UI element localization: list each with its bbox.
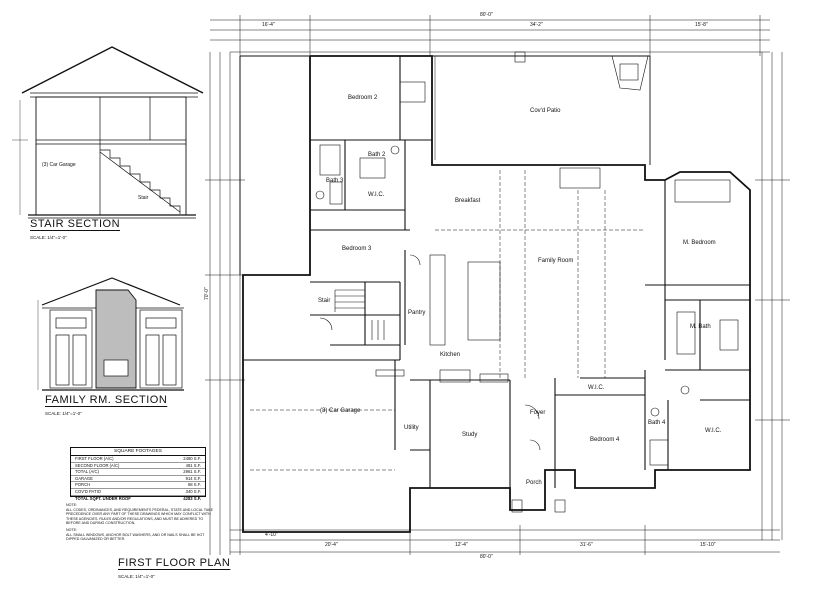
dim-overall-bottom: 80'-0" (480, 554, 493, 560)
row-label: SECOND FLOOR (A/C) (75, 462, 120, 468)
dim-top-mid: 34'-2" (530, 22, 543, 28)
note-text-2: ALL SMALL WINDOWS, ANCHOR BOLT WASHERS, … (66, 532, 205, 542)
square-footage-table: SQUARE FOOTAGES FIRST FLOOR (A/C) 2480 S.… (70, 447, 206, 501)
interior-walls (243, 56, 750, 488)
row-label: COV'D PATIO (75, 488, 102, 494)
room-family-room: Family Room (538, 258, 574, 264)
room-porch: Porch (526, 480, 542, 486)
room-garage: (3) Car Garage (320, 408, 361, 414)
room-bath-4: Bath 4 (648, 420, 666, 426)
row-label: PORCH (75, 482, 91, 488)
row-value: 2961 S.F. (183, 469, 201, 475)
table-row: GARAGE 914 S.F. (71, 476, 205, 483)
row-value: 914 S.F. (185, 475, 201, 481)
room-bedroom-3: Bedroom 3 (342, 246, 372, 252)
room-foyer: Foyer (530, 410, 546, 416)
stair-label: Stair (138, 195, 149, 201)
fixtures (315, 51, 739, 513)
room-pantry: Pantry (408, 310, 426, 316)
dim-overall-top: 80'-0" (480, 12, 493, 18)
room-breakfast: Breakfast (455, 198, 481, 204)
room-wic-3: W.I.C. (705, 428, 722, 434)
table-row: FIRST FLOOR (A/C) 2480 S.F. (71, 456, 205, 463)
family-section-drawing (37, 277, 184, 391)
stair-section-drawing (12, 46, 204, 219)
room-wic-2: W.I.C. (588, 385, 605, 391)
room-kitchen: Kitchen (440, 352, 461, 358)
dim-bottom-e: 15'-10" (700, 542, 716, 548)
room-covd-patio: Cov'd Patio (530, 108, 561, 114)
room-wic-1: W.I.C. (368, 192, 385, 198)
room-bath-3: Bath 3 (326, 178, 344, 184)
room-study: Study (462, 432, 478, 438)
table-row: SECOND FLOOR (A/C) 481 S.F. (71, 463, 205, 470)
room-bath-2: Bath 2 (368, 152, 386, 158)
row-value: 2480 S.F. (183, 456, 201, 461)
table-row: TOTAL (A/C) 2961 S.F. (71, 469, 205, 476)
room-bedroom-4: Bedroom 4 (590, 437, 620, 443)
row-value: 481 S.F. (185, 462, 201, 468)
dim-bottom-c: 12'-4" (455, 542, 468, 548)
dim-top-right: 15'-8" (695, 22, 708, 28)
stair-section-title: STAIR SECTION (30, 218, 121, 230)
note-label-2: NOTE: (66, 527, 77, 532)
family-section-title: FAMILY RM. SECTION (45, 394, 168, 406)
family-section-scale: SCALE: 1/4"=1'-0" (45, 411, 82, 416)
dim-bottom-d: 31'-6" (580, 542, 593, 548)
row-label: TOTAL (A/C) (75, 469, 99, 475)
exterior-walls (239, 55, 751, 533)
row-value: 340 S.F. (185, 488, 201, 494)
room-stair: Stair (318, 298, 331, 304)
dim-bottom-b: 20'-4" (325, 542, 338, 548)
row-label: GARAGE (75, 475, 93, 481)
table-row: COV'D PATIO 340 S.F. (71, 489, 205, 496)
dim-top-left: 16'-4" (262, 22, 275, 28)
room-utility: Utility (404, 425, 419, 431)
floor-plan-title: FIRST FLOOR PLAN (118, 557, 231, 569)
room-m-bedroom: M. Bedroom (683, 240, 716, 246)
dim-overall-depth: 70'-0" (204, 287, 210, 300)
floor-plan-scale: SCALE: 1/4"=1'-0" (118, 574, 155, 579)
square-footage-heading: SQUARE FOOTAGES (71, 448, 205, 456)
room-bedroom-2: Bedroom 2 (348, 95, 378, 101)
ceiling-lines (250, 170, 645, 471)
stair-section-scale: SCALE: 1/4"=1'-0" (30, 235, 67, 240)
table-row: TOTAL SQFT. UNDER ROOF 4283 S.F. (71, 496, 205, 502)
row-label: TOTAL SQFT. UNDER ROOF (75, 495, 131, 501)
table-row: PORCH 68 S.F. (71, 482, 205, 489)
stair-garage-label: (3) Car Garage (42, 162, 76, 168)
row-label: FIRST FLOOR (A/C) (75, 456, 114, 461)
row-value: 4283 S.F. (183, 495, 201, 501)
notes-block: NOTE: ALL CODES, ORDINANCES, AND REQUIRE… (66, 503, 216, 542)
row-value: 68 S.F. (187, 482, 201, 488)
dim-bottom-a: 4'-10" (265, 532, 278, 538)
note-text: ALL CODES, ORDINANCES, AND REQUIREMENTS … (66, 507, 214, 526)
room-m-bath: M. Bath (690, 324, 711, 330)
note-label: NOTE: (66, 503, 77, 507)
dimension-lines (205, 15, 790, 555)
